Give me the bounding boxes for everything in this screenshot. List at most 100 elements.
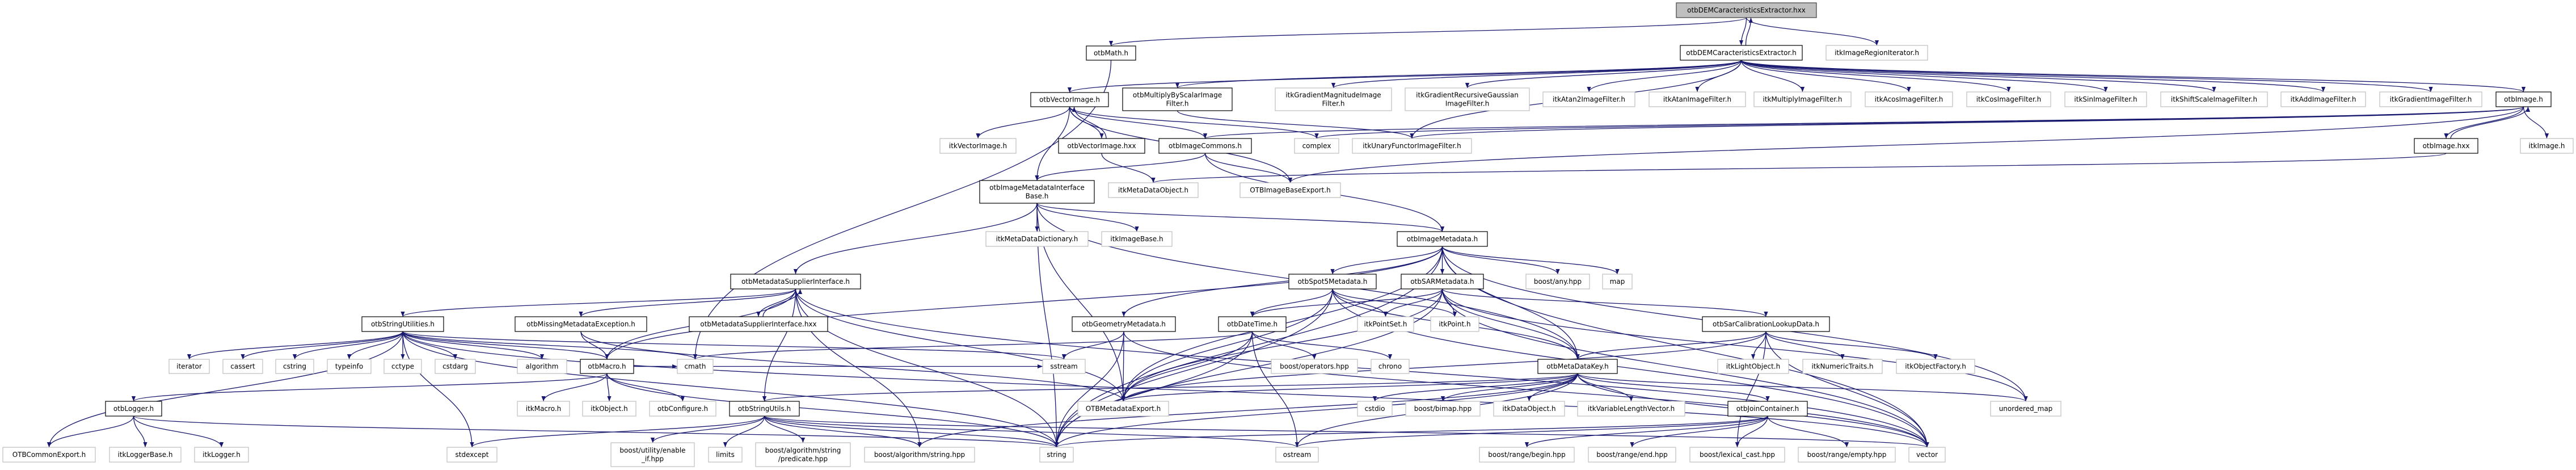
- edge-otbvectorimage-h-to-itkvectorimage-h: [976, 106, 1070, 139]
- node-box[interactable]: [1058, 138, 1145, 154]
- node-boost-utility-enable-if-hpp: boost/utility/enable_if.hpp: [610, 442, 695, 467]
- node-otbdatetime-h[interactable]: otbDateTime.h: [1218, 316, 1287, 332]
- node-otbdemcaracteristicsextractor-h[interactable]: otbDEMCaracteristicsExtractor.h: [1680, 45, 1803, 61]
- node-box[interactable]: [1537, 359, 1618, 374]
- node-typeinfo: typeinfo: [327, 359, 372, 374]
- node-otbspot5metadata-h[interactable]: otbSpot5Metadata.h: [1288, 274, 1377, 289]
- edge-otbimagecommons-h-to-otbimagebaseexport-h: [1204, 153, 1293, 183]
- node-box[interactable]: [729, 401, 800, 417]
- node-otbmissingmetadataexception-h[interactable]: otbMissingMetadataException.h: [515, 316, 647, 332]
- edge-otbmetadatasupplierinterface-hxx-to-otbmetadatasupplierinterface-h: [762, 288, 803, 317]
- edge-otbstringutils-h-to-boost-utility-enable-if-hpp: [650, 416, 765, 443]
- edge-otbstringutilities-h-to-iterator: [187, 331, 403, 360]
- node-box[interactable]: [1676, 2, 1817, 18]
- node-box[interactable]: [979, 180, 1095, 204]
- node-label: otbConfigure.h: [657, 405, 708, 413]
- node-box[interactable]: [1397, 231, 1488, 247]
- node-otbimagemetadata-h[interactable]: otbImageMetadata.h: [1397, 231, 1488, 247]
- node-box: [1966, 91, 2051, 107]
- node-otbjoincontainer-h[interactable]: otbJoinContainer.h: [1727, 401, 1808, 417]
- node-box[interactable]: [1122, 87, 1233, 111]
- node-box: [1577, 401, 1685, 417]
- node-box: [1542, 91, 1635, 107]
- node-label: complex: [1302, 142, 1331, 150]
- node-box[interactable]: [580, 359, 634, 374]
- node-otbstringutils-h[interactable]: otbStringUtils.h: [729, 401, 800, 417]
- node-otblogger-h[interactable]: otbLogger.h: [105, 401, 162, 417]
- node-box[interactable]: [1030, 92, 1109, 107]
- node-box[interactable]: [105, 401, 162, 417]
- edge-otbdemcaracteristicsextractor-h-to-itkatan2imagefilter-h: [1587, 60, 1742, 93]
- node-box[interactable]: [2495, 91, 2552, 107]
- node-box[interactable]: [515, 316, 647, 332]
- node-box[interactable]: [1086, 45, 1136, 61]
- edge-otbsarcalibrationlookupdata-h-to-itknumerictraits-h: [1765, 331, 1845, 360]
- node-boost-operators-hpp: boost/operators.hpp: [1271, 359, 1358, 374]
- node-box[interactable]: [1727, 401, 1808, 417]
- edge-otbsarmetadata-h-to-otbmetadatakey-h: [1441, 288, 1580, 360]
- node-otbcommonexport-h: OTBCommonExport.h: [2, 447, 96, 463]
- node-itksinimagefilter-h: itkSinImageFilter.h: [2064, 91, 2147, 107]
- node-otbvectorimage-hxx[interactable]: otbVectorImage.hxx: [1058, 138, 1145, 154]
- node-label: itkImageBase.h: [1110, 235, 1163, 243]
- node-box[interactable]: [1702, 316, 1830, 332]
- edge-otbdatetime-h-to-chrono: [1251, 331, 1393, 360]
- node-box[interactable]: [1680, 45, 1803, 61]
- node-otbmetadatasupplierinterface-h[interactable]: otbMetadataSupplierInterface.h: [730, 274, 861, 289]
- edge-otbmetadatakey-h-to-boost-algorithm-string-hpp: [917, 373, 1578, 448]
- node-box[interactable]: [1158, 138, 1252, 154]
- node-otbimage-hxx[interactable]: otbImage.hxx: [2414, 138, 2478, 154]
- node-otbstringutilities-h[interactable]: otbStringUtilities.h: [361, 316, 444, 332]
- node-box[interactable]: [689, 316, 828, 332]
- node-box: [649, 401, 716, 417]
- node-box[interactable]: [1072, 316, 1176, 332]
- node-sstream: sstream: [1042, 359, 1086, 374]
- node-box: [222, 359, 263, 374]
- node-otbsarcalibrationlookupdata-h[interactable]: otbSarCalibrationLookupData.h: [1702, 316, 1830, 332]
- node-otbdemcaracteristicsextractor-hxx[interactable]: otbDEMCaracteristicsExtractor.hxx: [1676, 2, 1817, 18]
- node-itkobject-h: itkObject.h: [582, 401, 636, 417]
- node-otbmetadatakey-h[interactable]: otbMetaDataKey.h: [1537, 359, 1618, 374]
- node-box: [1430, 316, 1479, 332]
- node-otbmath-h[interactable]: otbMath.h: [1086, 45, 1136, 61]
- node-otbmacro-h[interactable]: otbMacro.h: [580, 359, 634, 374]
- node-otbsarmetadata-h[interactable]: otbSARMetadata.h: [1401, 274, 1484, 289]
- node-box: [275, 359, 314, 374]
- edge-otbmetadatasupplierinterface-h-to-otbstringutils-h: [762, 288, 796, 402]
- edge-otbstringutilities-h-to-otbcommonexport-h: [47, 331, 403, 448]
- node-label: unordered_map: [1999, 405, 2053, 413]
- edge-otbsarcalibrationlookupdata-h-to-vector: [1765, 331, 1929, 448]
- node-label: OTBCommonExport.h: [12, 451, 86, 459]
- node-box[interactable]: [1218, 316, 1287, 332]
- node-otbimage-h[interactable]: otbImage.h: [2495, 91, 2552, 107]
- edge-otbstringutils-h-to-vector: [764, 416, 1929, 448]
- node-box[interactable]: [1288, 274, 1377, 289]
- node-box[interactable]: [361, 316, 444, 332]
- node-label: ostream: [1283, 451, 1311, 459]
- node-label: otbStringUtils.h: [738, 405, 791, 413]
- edge-otbdemcaracteristicsextractor-h-to-itkshiftscaleimagefilter-h: [1740, 60, 2216, 93]
- edge-otbimagemetadatainterfacebase-h-to-otbmetadatasupplierinterface-h: [793, 203, 1038, 275]
- node-otbgeometrymetadata-h[interactable]: otbGeometryMetadata.h: [1072, 316, 1176, 332]
- edge-otbgeometrymetadata-h-to-sstream: [1061, 331, 1124, 360]
- edge-otbmetadatakey-h-to-otbstringutils-h: [762, 373, 1578, 402]
- node-boost-algorithm-string-hpp: boost/algorithm/string.hpp: [864, 447, 975, 463]
- node-otbimagecommons-h[interactable]: otbImageCommons.h: [1158, 138, 1252, 154]
- node-label: itkNumericTraits.h: [1811, 363, 1873, 371]
- node-itkcosimagefilter-h: itkCosImageFilter.h: [1966, 91, 2051, 107]
- node-label: itkAddImageFilter.h: [2291, 95, 2356, 103]
- node-otbmetadatasupplierinterface-hxx[interactable]: otbMetadataSupplierInterface.hxx: [689, 316, 828, 332]
- node-label: otbImage.h: [2504, 95, 2543, 103]
- edge-otbimagemetadata-h-to-string: [1054, 246, 1443, 448]
- node-box[interactable]: [2414, 138, 2478, 154]
- node-box[interactable]: [730, 274, 861, 289]
- node-otbvectorimage-h[interactable]: otbVectorImage.h: [1030, 92, 1109, 107]
- node-label: otbSARMetadata.h: [1410, 278, 1474, 286]
- node-box: [1479, 447, 1575, 463]
- node-box[interactable]: [1401, 274, 1484, 289]
- node-label: cmath: [685, 363, 706, 371]
